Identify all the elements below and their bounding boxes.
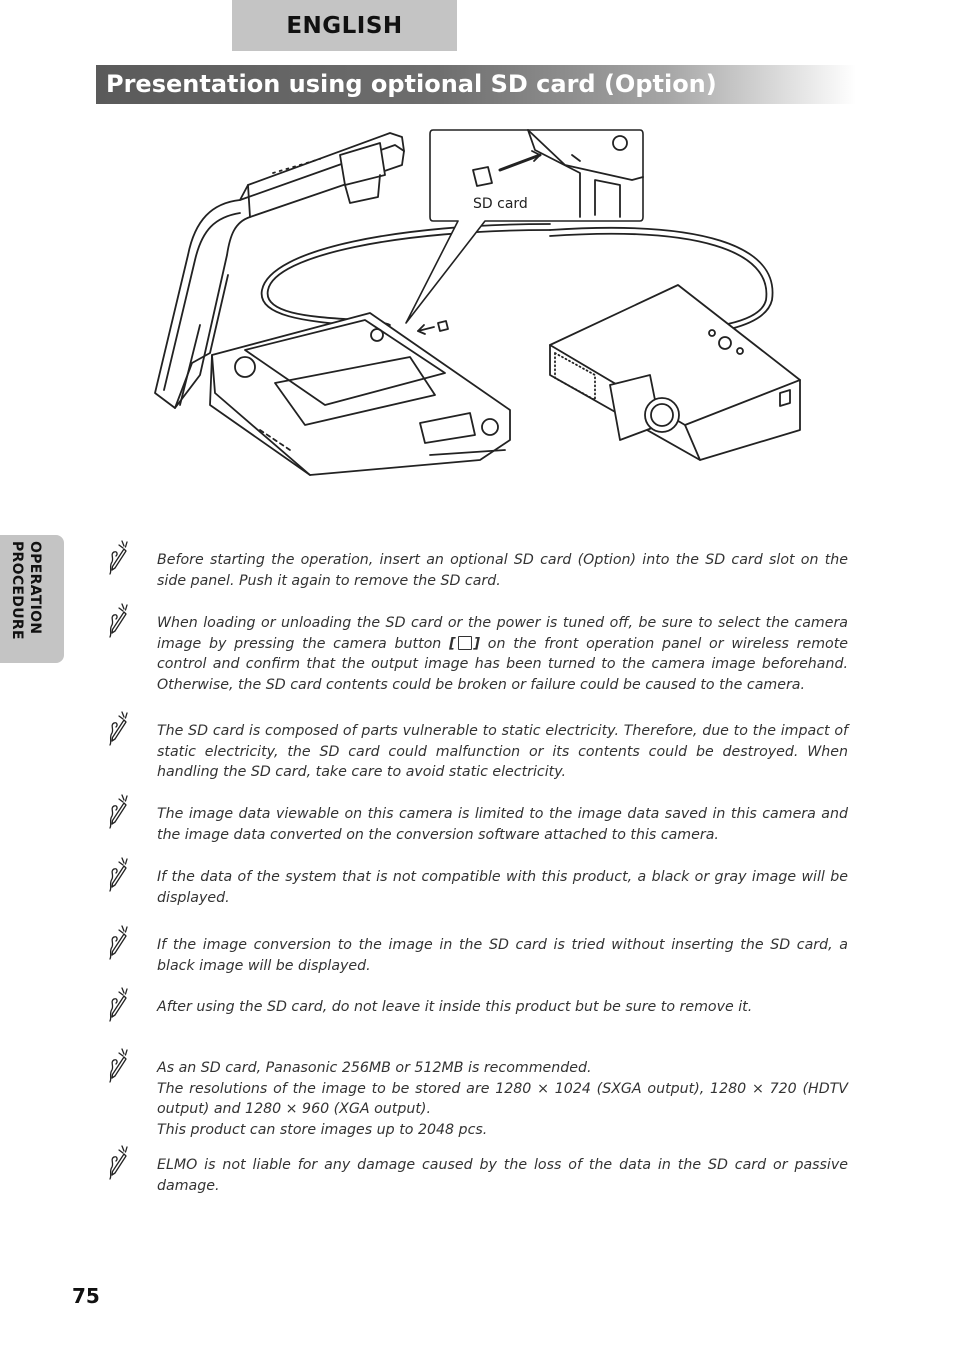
note-pen-icon [106, 601, 132, 639]
note-pen-icon [106, 1143, 132, 1181]
sd-card-label: SD card [473, 196, 528, 212]
camera-button-icon [457, 635, 472, 650]
note-pen-icon [106, 792, 132, 830]
note-item: Before starting the operation, insert an… [106, 550, 848, 591]
page-number: 75 [72, 1284, 100, 1308]
note-item: If the data of the system that is not co… [106, 867, 848, 908]
note-text: After using the SD card, do not leave it… [157, 999, 753, 1015]
section-tab: OPERATION PROCEDURE [0, 535, 64, 663]
bracket-open: [ [449, 635, 456, 652]
note-text-before: When loading or unloading the SD card or… [157, 615, 848, 652]
note-pen-icon [106, 855, 132, 893]
note-item: After using the SD card, do not leave it… [106, 997, 848, 1018]
note-line: This product can store images up to 2048… [157, 1121, 488, 1138]
note-text: The image data viewable on this camera i… [157, 806, 848, 843]
sd-card-callout [405, 129, 644, 324]
language-tab: ENGLISH [232, 0, 457, 51]
note-pen-icon [106, 538, 132, 576]
note-pen-icon [106, 923, 132, 961]
note-item: ELMO is not liable for any damage caused… [106, 1155, 848, 1196]
note-text: Before starting the operation, insert an… [157, 552, 848, 589]
document-camera [154, 132, 511, 476]
note-text: As an SD card, Panasonic 256MB or 512MB … [157, 1058, 848, 1140]
note-line: The resolutions of the image to be store… [157, 1080, 848, 1118]
projector [549, 284, 801, 461]
section-tab-line2: PROCEDURE [9, 541, 25, 640]
note-text: When loading or unloading the SD card or… [157, 613, 848, 695]
bracket-close: ] [473, 635, 481, 652]
note-text: The SD card is composed of parts vulnera… [157, 723, 848, 780]
note-item: If the image conversion to the image in … [106, 935, 848, 976]
section-tab-line1: OPERATION [27, 541, 43, 635]
note-item: The image data viewable on this camera i… [106, 804, 848, 845]
note-text: If the data of the system that is not co… [157, 869, 848, 906]
note-text-after: on the front operation panel or wireless… [157, 635, 848, 693]
note-line: As an SD card, Panasonic 256MB or 512MB … [157, 1060, 592, 1076]
note-item: The SD card is composed of parts vulnera… [106, 721, 848, 783]
note-item: As an SD card, Panasonic 256MB or 512MB … [106, 1058, 848, 1140]
note-item: When loading or unloading the SD card or… [106, 613, 848, 695]
note-pen-icon [106, 709, 132, 747]
note-pen-icon [106, 985, 132, 1023]
note-pen-icon [106, 1046, 132, 1084]
page-title: Presentation using optional SD card (Opt… [96, 65, 856, 104]
note-text: If the image conversion to the image in … [157, 937, 848, 974]
note-text: ELMO is not liable for any damage caused… [157, 1157, 848, 1194]
illustration: SD card [154, 129, 801, 476]
